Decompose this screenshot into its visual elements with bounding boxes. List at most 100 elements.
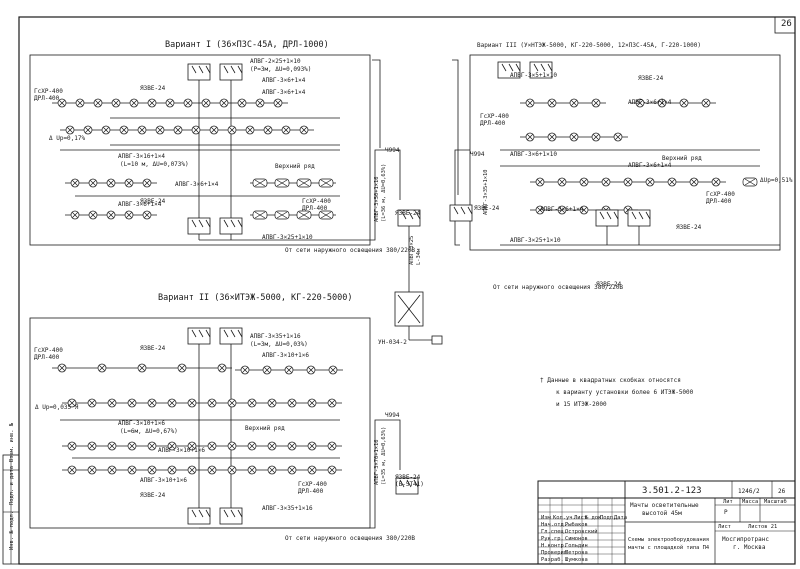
lamp-cross: [84, 126, 92, 134]
lamp-cross: [602, 178, 610, 186]
lamp-cross: [138, 364, 146, 372]
switch-contact: [540, 63, 546, 72]
variant2-enclosure: [29, 317, 371, 529]
wire-line: [454, 149, 470, 246]
tb-signer-2-name: Симонов: [565, 536, 588, 542]
switch-contact: [230, 329, 236, 338]
v2-label-8: (Б-5Т41): [395, 481, 424, 488]
lamp-cross: [263, 366, 271, 374]
switch-contact: [453, 206, 459, 215]
lamp-cross: [120, 126, 128, 134]
lamp-cross: [668, 178, 676, 186]
tb-col-sheet: Лист: [718, 524, 731, 530]
v2-row-label: Верхний ряд: [245, 425, 285, 432]
tb-signer-1-role: Гл.спец.: [541, 529, 567, 535]
v1-cable-7: АПВГ-3×6+1×4: [118, 201, 162, 208]
tb-signer-5-name: Шумкова: [565, 557, 588, 563]
lamp-cross: [592, 99, 600, 107]
v1-label-4: ДРЛ-400: [34, 95, 60, 102]
floodlight-cross: [254, 179, 266, 187]
switch-contact: [205, 509, 211, 518]
lamp-cross: [184, 99, 192, 107]
page-number: 26: [781, 19, 792, 29]
switch-contact: [223, 509, 229, 518]
lamp-cross: [148, 442, 156, 450]
tb-sheet-no: 26: [778, 488, 786, 495]
switch-contact: [230, 219, 236, 228]
switch-contact: [408, 211, 414, 220]
switch-contact: [613, 211, 619, 220]
switch-contact: [399, 479, 405, 488]
lamp-cross: [282, 126, 290, 134]
v1-cable-6: АПВГ-3×6+1×4: [175, 181, 219, 188]
outer-frame: [18, 16, 796, 565]
tb-desc-1: Схемы электрооборудования: [628, 536, 709, 543]
v1-row-label: Верхний ряд: [275, 163, 315, 170]
lamp-cross: [241, 366, 249, 374]
lamp-cross: [66, 126, 74, 134]
lamp-cross: [268, 466, 276, 474]
v3-supply: От сети наружного освещения 380/220В: [493, 284, 623, 291]
tb-org-1: Мосгипротранс: [722, 536, 769, 543]
v2-vertical-cable: АПВГ-3×70+1×16: [374, 440, 380, 485]
v1-label-10: Ч994: [385, 147, 400, 154]
switch-contact: [198, 65, 204, 74]
lamp-cross: [702, 99, 710, 107]
lamp-cross: [128, 399, 136, 407]
tb-signer-2-role: Рук.гр.: [541, 536, 564, 542]
lamp-symbols: [57, 98, 758, 475]
lamp-cross: [526, 133, 534, 141]
switch-contact: [460, 206, 466, 215]
transformer-cable-2: L-34м: [416, 248, 422, 265]
switch-contact: [515, 63, 521, 72]
lamp-cross: [658, 99, 666, 107]
lamp-cross: [208, 442, 216, 450]
v3-cable-1: АПВГ-3×6+1×4: [628, 99, 672, 106]
lamp-cross: [168, 466, 176, 474]
lamp-cross: [128, 466, 136, 474]
v2-label-2: ЯЗВЕ-24: [140, 345, 166, 352]
lamp-cross: [536, 206, 544, 214]
switch-contact: [638, 211, 644, 220]
tb-title-2: высотой 45м: [642, 510, 682, 517]
lamp-cross: [218, 364, 226, 372]
wire-line: [372, 59, 381, 148]
v1-label-3: ГсХР-400: [34, 88, 63, 95]
lamp-cross: [102, 126, 110, 134]
floodlight-cross: [276, 211, 288, 219]
lamp-cross: [646, 178, 654, 186]
lamp-cross: [168, 399, 176, 407]
switch-contact: [191, 65, 197, 74]
switch-contact: [223, 65, 229, 74]
v1-label-0: ЯЗВЕ-24: [140, 85, 166, 92]
v3-label-5: ЯЗВЕ-24: [474, 205, 500, 212]
v1-cable-5: (L=10 м, ΔU=0,073%): [120, 161, 189, 168]
switch-contact: [191, 509, 197, 518]
lamp-cross: [548, 99, 556, 107]
lamp-cross: [300, 126, 308, 134]
lamp-cross: [88, 466, 96, 474]
lamp-cross: [71, 179, 79, 187]
v3-label-8: Ч994: [470, 151, 485, 158]
tb-org-2: г. Москва: [733, 544, 766, 551]
lamp-cross: [88, 442, 96, 450]
switch-contact: [198, 219, 204, 228]
lamp-cross: [307, 366, 315, 374]
lamp-cross: [308, 442, 316, 450]
transformer-terminal: [431, 335, 443, 345]
switch-contact: [406, 479, 412, 488]
v2-cable-5: АПВГ-3×10+1×6: [158, 447, 205, 454]
v3-cable-0: АПВГ-3×5+1×10: [510, 72, 557, 79]
tb-signer-1-name: Островский: [565, 529, 597, 535]
wire-line: [452, 59, 459, 195]
wire-line: [370, 419, 401, 529]
lamp-cross: [329, 366, 337, 374]
switch-contact: [205, 219, 211, 228]
lamp-cross: [208, 399, 216, 407]
v3-label-6: ЯЗВЕ-24: [676, 224, 702, 231]
distribution-panels: [187, 61, 651, 525]
lamp-cross: [248, 466, 256, 474]
lamp-cross: [580, 178, 588, 186]
switch-contact: [230, 65, 236, 74]
lamp-cross: [614, 133, 622, 141]
